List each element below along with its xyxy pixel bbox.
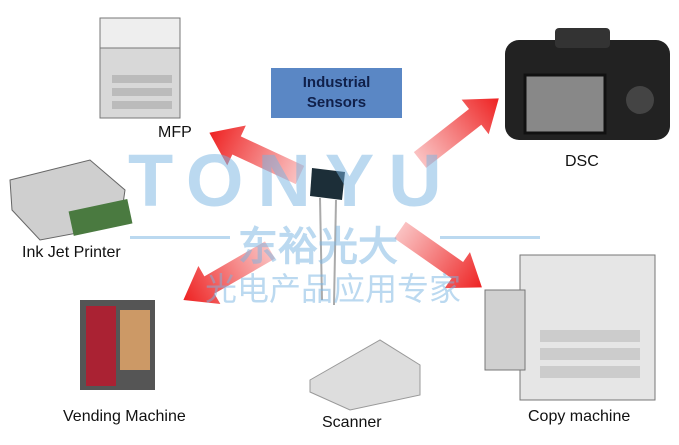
mfp-printer-image <box>99 17 181 119</box>
arrow-to-dsc <box>413 98 499 168</box>
watermark-cn-name: 东裕光大 <box>238 225 398 269</box>
industrial-sensors-box: Industrial Sensors <box>271 68 402 118</box>
label-inkjet: Ink Jet Printer <box>22 244 121 261</box>
arrow-to-vending <box>183 241 275 305</box>
watermark-line-left <box>130 236 230 239</box>
label-vending: Vending Machine <box>63 408 186 425</box>
watermark-line-right <box>440 236 540 239</box>
box-title-line2: Sensors <box>306 94 367 111</box>
vending-machine-image <box>80 300 155 390</box>
inkjet-printer-image <box>9 159 133 241</box>
label-scanner: Scanner <box>322 414 382 431</box>
watermark-slogan: 光电产品应用专家 <box>205 271 462 307</box>
scanner-image <box>309 339 421 411</box>
arrow-to-copy-machine <box>394 221 482 289</box>
label-copy-machine: Copy machine <box>528 408 631 425</box>
label-mfp: MFP <box>158 124 192 141</box>
sensor-component-image <box>310 168 345 306</box>
box-title-line1: Industrial <box>302 74 371 91</box>
watermark-brand: TONYU <box>128 139 456 222</box>
label-dsc: DSC <box>565 153 599 170</box>
copy-machine-image <box>484 254 656 401</box>
arrow-to-mfp <box>209 125 305 185</box>
dsc-camera-image <box>505 28 670 140</box>
